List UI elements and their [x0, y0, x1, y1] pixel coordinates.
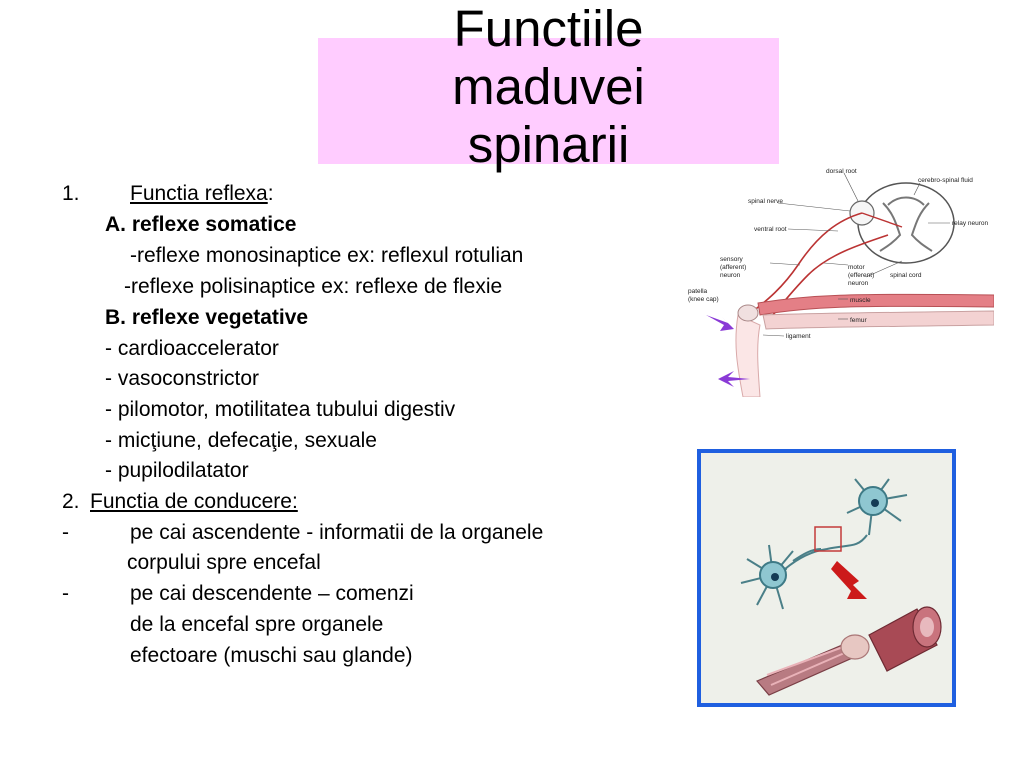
- label-spinal-nerve: spinal nerve: [748, 198, 783, 205]
- upper-neuron-nucleus: [871, 499, 879, 507]
- label-femur: femur: [850, 317, 867, 324]
- title-line-1: Functiile: [453, 0, 644, 57]
- label-patella-1: patella: [688, 288, 708, 295]
- label-motor-2: (efferent): [848, 272, 874, 279]
- item2-bullet1-dash: -: [62, 521, 69, 544]
- zoom-box: [814, 526, 842, 552]
- item2-bullet2-line3: efectoare (muschi sau glande): [130, 644, 413, 667]
- title-line-3: spinarii: [467, 116, 630, 173]
- gray-matter-shape: [879, 196, 933, 252]
- title-background: [318, 38, 779, 164]
- reflex-arc-figure: dorsal root cerebro-spinal fluid spinal …: [688, 165, 994, 397]
- nerve-fiber-segments: [756, 606, 942, 696]
- slide-body: 1. Functia reflexa: A. reflexe somatice …: [62, 181, 544, 667]
- sub-a-heading: A. reflexe somatice: [105, 213, 297, 236]
- lower-leg-shape: [735, 314, 761, 397]
- label-dorsal-root: dorsal root: [826, 168, 857, 175]
- label-sensory-3: neuron: [720, 272, 741, 279]
- item2-bullet2-line1: pe cai descendente – comenzi: [130, 582, 414, 605]
- hammer-arrow-icon: [706, 315, 734, 331]
- label-sensory-1: sensory: [720, 256, 744, 263]
- zoom-arrow-icon: [831, 561, 867, 599]
- item2-bullet1-line2: corpului spre encefal: [127, 551, 321, 574]
- label-motor-1: motor: [848, 264, 865, 271]
- label-spinal-cord: spinal cord: [890, 272, 922, 279]
- sub-b-item-1: - cardioaccelerator: [105, 337, 279, 360]
- item1-number: 1.: [62, 182, 80, 205]
- sub-b-item-2: - vasoconstrictor: [105, 367, 260, 390]
- femur-shape: [762, 310, 994, 330]
- label-patella-2: (knee cap): [688, 296, 719, 303]
- label-sensory-2: (afferent): [720, 264, 746, 271]
- item1-colon: :: [267, 182, 274, 205]
- item2-heading: Functia de conducere:: [90, 490, 298, 513]
- title-line-2: maduvei: [452, 58, 645, 115]
- item2-bullet1-line1: pe cai ascendente - informatii de la org…: [130, 521, 544, 544]
- sub-a-line-2: -reflexe polisinaptice ex: reflexe de fl…: [124, 275, 503, 298]
- sub-b-item-5: - pupilodilatator: [105, 459, 249, 482]
- item2-bullet2-dash: -: [62, 582, 69, 605]
- item1-heading-row: Functia reflexa:: [130, 181, 274, 207]
- item2-bullet2-line2: de la encefal spre organele: [130, 613, 384, 636]
- item2-number: 2.: [62, 490, 80, 513]
- neuron-figure: [697, 449, 956, 707]
- sub-b-heading: B. reflexe vegetative: [105, 306, 309, 329]
- label-ligament: ligament: [786, 333, 811, 340]
- relay-connection: [861, 212, 903, 228]
- muscle-shape: [757, 293, 994, 316]
- label-ventral-root: ventral root: [754, 226, 787, 233]
- label-csf: cerebro-spinal fluid: [918, 177, 973, 184]
- sub-b-item-3: - pilomotor, motilitatea tubului digesti…: [105, 398, 456, 421]
- slide-title: Functiile maduvei spinarii: [318, 0, 779, 174]
- patella-shape: [737, 304, 759, 322]
- item1-heading: Functia reflexa: [130, 182, 268, 205]
- sub-b-item-4: - micţiune, defecaţie, sexuale: [105, 429, 377, 452]
- label-motor-3: neuron: [848, 280, 869, 287]
- label-muscle: muscle: [850, 297, 871, 304]
- sub-a-line-1: -reflexe monosinaptice ex: reflexul rotu…: [130, 244, 524, 267]
- label-relay-neuron: relay neuron: [952, 220, 989, 227]
- kick-arrow-icon: [718, 371, 750, 387]
- lower-neuron-nucleus: [771, 573, 779, 581]
